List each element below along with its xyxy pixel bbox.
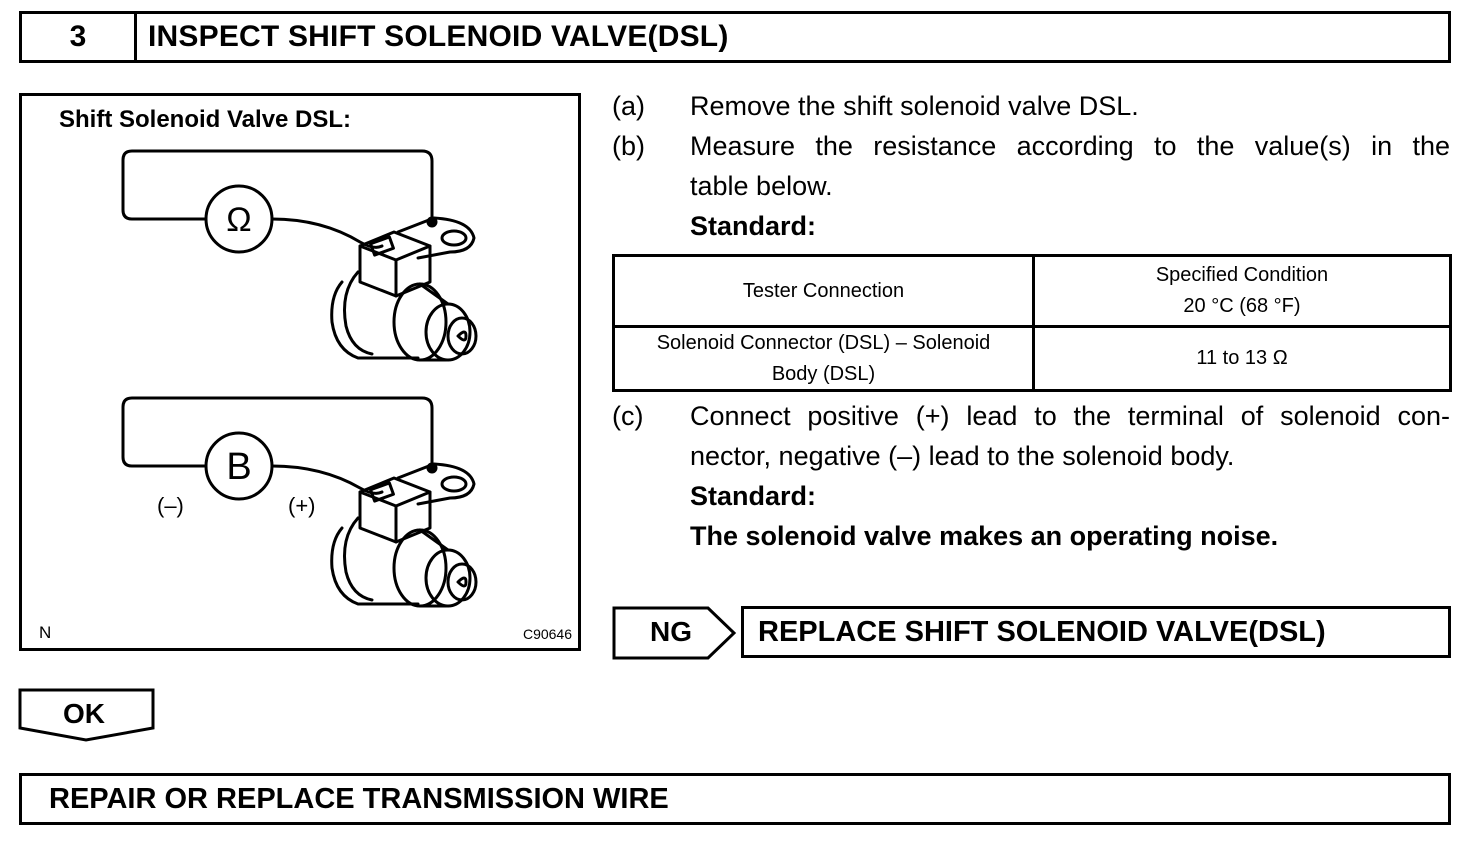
table-cell-connection-line2: Body (DSL) xyxy=(771,362,876,385)
step-header: 3 INSPECT SHIFT SOLENOID VALVE(DSL) xyxy=(19,11,1451,63)
ng-result-box: REPLACE SHIFT SOLENOID VALVE(DSL) xyxy=(741,606,1451,658)
solenoid-body-bottom xyxy=(330,526,420,606)
battery-icon xyxy=(204,431,274,501)
ohm-lead-to-terminal xyxy=(270,217,384,249)
battery-lead-loop xyxy=(121,396,434,470)
step-a-label: (a) xyxy=(612,91,645,121)
step-c-standard-label: Standard: xyxy=(690,481,817,511)
table-cell-connection-line1: Solenoid Connector (DSL) – Solenoid xyxy=(656,331,991,354)
step-c-standard-text: The solenoid valve makes an operating no… xyxy=(690,521,1279,551)
spec-table: Tester Connection Specified Condition 20… xyxy=(612,254,1452,392)
table-cell-connection: Solenoid Connector (DSL) – Solenoid Body… xyxy=(615,328,1032,389)
solenoid-diagram xyxy=(121,149,478,608)
step-number: 3 xyxy=(22,14,137,60)
table-cell-condition-value: 11 to 13 Ω xyxy=(1196,347,1288,369)
step-b: (b) Measure the resistance according to … xyxy=(612,126,1452,246)
step-a-line: Remove the shift solenoid valve DSL. xyxy=(690,91,1139,121)
step-c-line-2: nector, negative (–) lead to the solenoi… xyxy=(690,441,1235,471)
ok-arrow-shape xyxy=(18,688,155,742)
ohmmeter-icon xyxy=(204,184,274,254)
step-c-label: (c) xyxy=(612,401,644,431)
table-header-col1: Tester Connection xyxy=(742,279,905,302)
table-header-col2-line1: Specified Condition xyxy=(1155,264,1329,286)
battery-symbol: B xyxy=(226,446,252,488)
solenoid-bracket-top xyxy=(396,216,476,260)
table-header-col2-line2: 20 °C (68 °F) xyxy=(1183,295,1301,317)
step-b-text: Measure the resistance according to the … xyxy=(690,126,1450,246)
ng-result-text: REPLACE SHIFT SOLENOID VALVE(DSL) xyxy=(758,615,1326,648)
ohm-lead-loop xyxy=(121,149,434,224)
step-title: INSPECT SHIFT SOLENOID VALVE(DSL) xyxy=(148,20,729,53)
final-action-text: REPAIR OR REPLACE TRANSMISSION WIRE xyxy=(49,782,669,815)
final-action-box: REPAIR OR REPLACE TRANSMISSION WIRE xyxy=(19,773,1451,825)
step-b-line-2: table below. xyxy=(690,171,833,201)
battery-lead-to-terminal xyxy=(270,464,384,495)
solenoid-body-top xyxy=(330,280,420,360)
table-header-specified-condition: Specified Condition 20 °C (68 °F) xyxy=(1035,257,1449,325)
figure-caption: Shift Solenoid Valve DSL: xyxy=(59,106,352,133)
step-c-line-1: Connect positive (+) lead to the termina… xyxy=(690,401,1450,431)
ng-arrow-shape xyxy=(612,606,737,660)
solenoid-figure: Shift Solenoid Valve DSL: Ω B (–) (+) N … xyxy=(19,93,581,651)
step-b-line-1: Measure the resistance according to the … xyxy=(690,131,1450,161)
ohm-symbol: Ω xyxy=(226,201,252,239)
ok-label: OK xyxy=(63,698,105,729)
figure-code: C90646 xyxy=(522,626,572,642)
ng-label: NG xyxy=(650,616,692,647)
table-cell-condition: 11 to 13 Ω xyxy=(1035,328,1449,389)
figure-corner-label: N xyxy=(39,623,52,642)
step-b-standard-label: Standard: xyxy=(690,211,817,241)
negative-sign: (–) xyxy=(157,493,184,518)
step-c: (c) Connect positive (+) lead to the ter… xyxy=(612,396,1452,556)
step-a: (a) Remove the shift solenoid valve DSL. xyxy=(612,86,1452,126)
step-b-label: (b) xyxy=(612,131,645,161)
step-a-text: Remove the shift solenoid valve DSL. xyxy=(690,86,1450,126)
table-header-tester-connection: Tester Connection xyxy=(615,257,1032,325)
step-c-text: Connect positive (+) lead to the termina… xyxy=(690,396,1450,556)
solenoid-bracket-bottom xyxy=(396,462,476,506)
positive-sign: (+) xyxy=(288,493,316,518)
